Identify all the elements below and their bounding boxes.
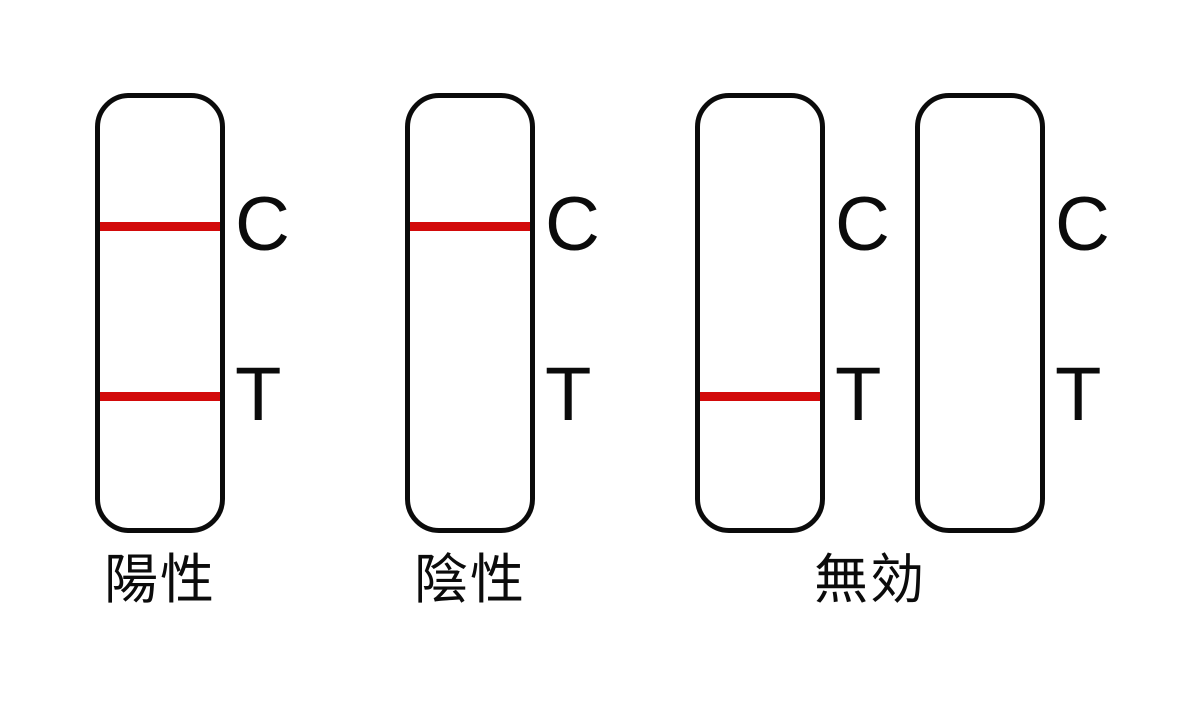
c-marker-label: C: [835, 182, 890, 267]
cassette-body: [95, 93, 225, 533]
c-marker-label: C: [545, 182, 600, 267]
c-marker-label: C: [1055, 182, 1110, 267]
label-invalid: 無効: [814, 550, 926, 610]
control-line: [100, 222, 220, 231]
label-negative: 陰性: [414, 550, 526, 610]
cassette-body: [405, 93, 535, 533]
test-strip-invalid-blank: C T: [915, 93, 1110, 533]
c-marker-label: C: [235, 182, 290, 267]
label-positive: 陽性: [104, 550, 216, 610]
test-line: [100, 392, 220, 401]
t-marker-label: T: [545, 352, 592, 437]
cassette-body: [915, 93, 1045, 533]
test-strip-invalid-t-only: C T: [695, 93, 890, 533]
test-strip-positive: C T: [95, 93, 290, 533]
t-marker-label: T: [1055, 352, 1102, 437]
t-marker-label: T: [835, 352, 882, 437]
test-strip-negative: C T: [405, 93, 600, 533]
control-line: [410, 222, 530, 231]
cassette-body: [695, 93, 825, 533]
test-line: [700, 392, 820, 401]
t-marker-label: T: [235, 352, 282, 437]
